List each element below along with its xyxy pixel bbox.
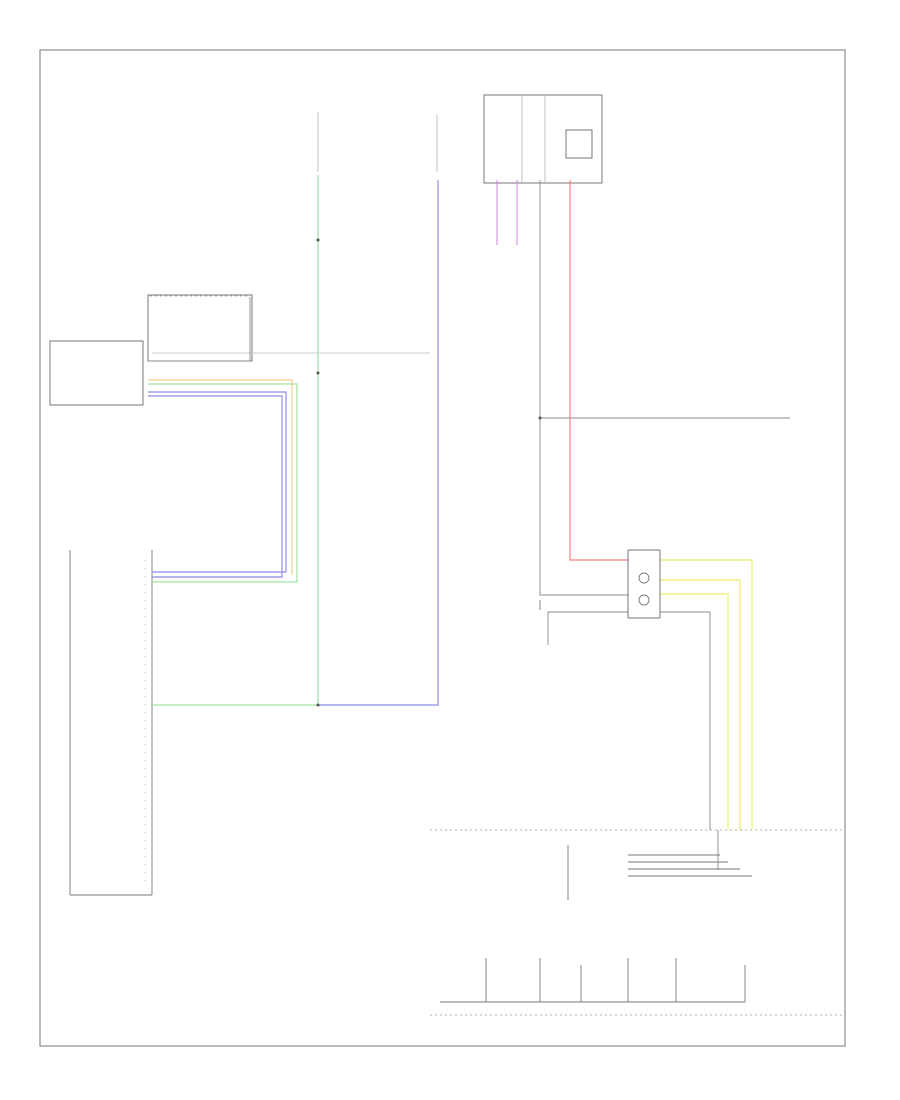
violet-wire: [496, 180, 518, 245]
orange-wire: [148, 379, 293, 575]
fuse-relay-box: [436, 94, 603, 184]
junction-dots: [316, 238, 542, 707]
right-gray-wires: [660, 611, 719, 870]
green-wire: [148, 175, 319, 706]
diagram-frame: [39, 49, 846, 1047]
blue-wire: [148, 180, 439, 706]
gray-wire: [148, 180, 790, 645]
red-wire: [569, 180, 628, 561]
relay-cluster: [627, 549, 661, 619]
upper-left-module: [49, 294, 253, 406]
power-control-module: [69, 550, 153, 896]
yellow-wire: [660, 559, 753, 830]
switch-bank: [430, 829, 845, 1016]
